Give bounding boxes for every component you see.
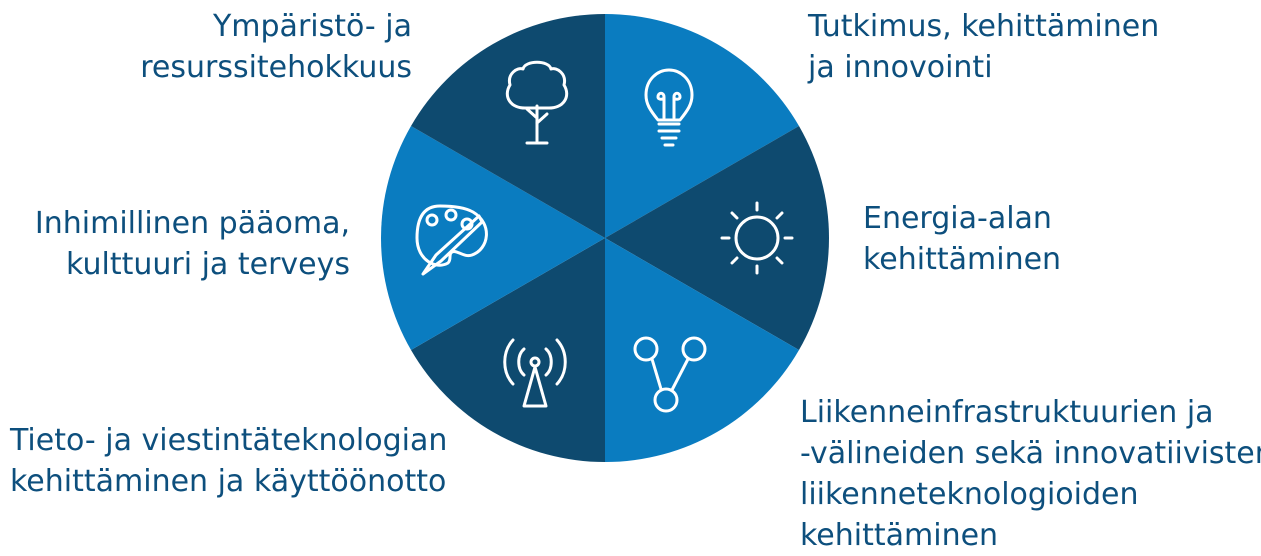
sector-energy (605, 126, 829, 350)
sector-research (605, 14, 799, 238)
sector-human (381, 126, 605, 350)
antenna-icon (503, 338, 567, 408)
lightbulb-icon (644, 68, 694, 147)
route-nodes-icon (633, 336, 707, 413)
label-transport: Liikenneinfrastruktuurien ja-välineiden … (800, 395, 1261, 553)
sector-transport (605, 238, 799, 462)
sun-icon (720, 201, 794, 275)
label-human: Inhimillinen pääoma,kulttuuri ja terveys (34, 206, 350, 282)
sector-wheel (381, 14, 829, 462)
tree-icon (505, 60, 569, 145)
palette-icon (415, 204, 488, 276)
